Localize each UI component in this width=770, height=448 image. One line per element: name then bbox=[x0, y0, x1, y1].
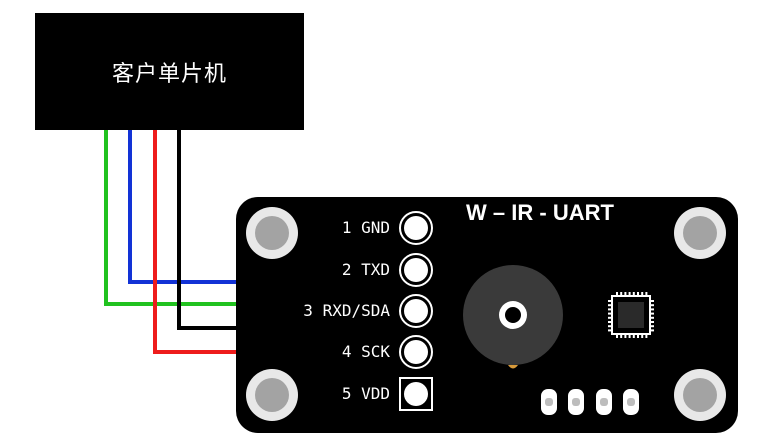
red-wire bbox=[153, 130, 240, 354]
pin-label-txd: 2 TXD bbox=[341, 260, 390, 279]
chip-pin bbox=[628, 292, 631, 295]
customer-mcu-box: 客户单片机 bbox=[35, 13, 304, 130]
chip-pin bbox=[651, 308, 654, 311]
chip-pin bbox=[628, 335, 631, 338]
chip-pin bbox=[651, 312, 654, 315]
chip-pin bbox=[651, 329, 654, 332]
chip-pin bbox=[620, 335, 623, 338]
bottom-pad-2 bbox=[568, 389, 584, 415]
mounting-hole-bottom-right bbox=[674, 369, 726, 421]
bottom-pad-4 bbox=[623, 389, 639, 415]
green-wire bbox=[104, 130, 240, 306]
pin-label-vdd: 5 VDD bbox=[341, 384, 390, 403]
chip-pin bbox=[608, 312, 611, 315]
chip-pin bbox=[608, 304, 611, 307]
chip-pin bbox=[651, 300, 654, 302]
chip-pin bbox=[624, 292, 627, 295]
chip-pin bbox=[624, 335, 627, 338]
blue-wire bbox=[128, 130, 240, 284]
chip-pin bbox=[632, 335, 635, 338]
black-wire bbox=[177, 130, 240, 330]
mounting-hole-bottom-left bbox=[246, 369, 298, 421]
chip-pin bbox=[637, 335, 639, 338]
pin-label-sck: 4 SCK bbox=[341, 342, 390, 361]
chip-pin bbox=[641, 292, 644, 295]
chip-pin bbox=[620, 292, 623, 295]
chip-pin bbox=[637, 292, 639, 295]
bottom-pad-3 bbox=[596, 389, 612, 415]
chip-pin bbox=[608, 325, 611, 328]
chip-pin bbox=[641, 335, 644, 338]
qfn-chip bbox=[608, 292, 654, 338]
chip-pin bbox=[608, 316, 611, 319]
pin-label-rxd-sda: 3 RXD/SDA bbox=[303, 301, 390, 320]
ir-sensor-lens bbox=[463, 265, 563, 369]
chip-pin bbox=[632, 292, 635, 295]
pin-pad-txd bbox=[399, 253, 433, 287]
chip-pin bbox=[616, 335, 618, 338]
pin-pad-rxd-sda bbox=[399, 294, 433, 328]
pin-pad-vdd bbox=[399, 377, 433, 411]
pin-pad-gnd bbox=[399, 211, 433, 245]
chip-pin bbox=[651, 321, 654, 323]
mounting-hole-top-right bbox=[674, 207, 726, 259]
chip-pin bbox=[645, 335, 648, 338]
pin-pad-sck bbox=[399, 335, 433, 369]
chip-pin bbox=[651, 325, 654, 328]
chip-pin bbox=[651, 316, 654, 319]
chip-pin bbox=[651, 304, 654, 307]
chip-pin bbox=[608, 308, 611, 311]
mcu-label: 客户单片机 bbox=[111, 61, 227, 87]
chip-pin bbox=[608, 329, 611, 332]
pin-label-gnd: 1 GND bbox=[341, 218, 390, 237]
mounting-hole-top-left bbox=[246, 207, 298, 259]
chip-pin bbox=[616, 292, 618, 295]
bottom-pad-1 bbox=[541, 389, 557, 415]
chip-pin bbox=[608, 300, 611, 302]
chip-pin bbox=[608, 321, 611, 323]
chip-pin bbox=[645, 292, 648, 295]
board-title: W – IR - UART bbox=[466, 200, 614, 225]
